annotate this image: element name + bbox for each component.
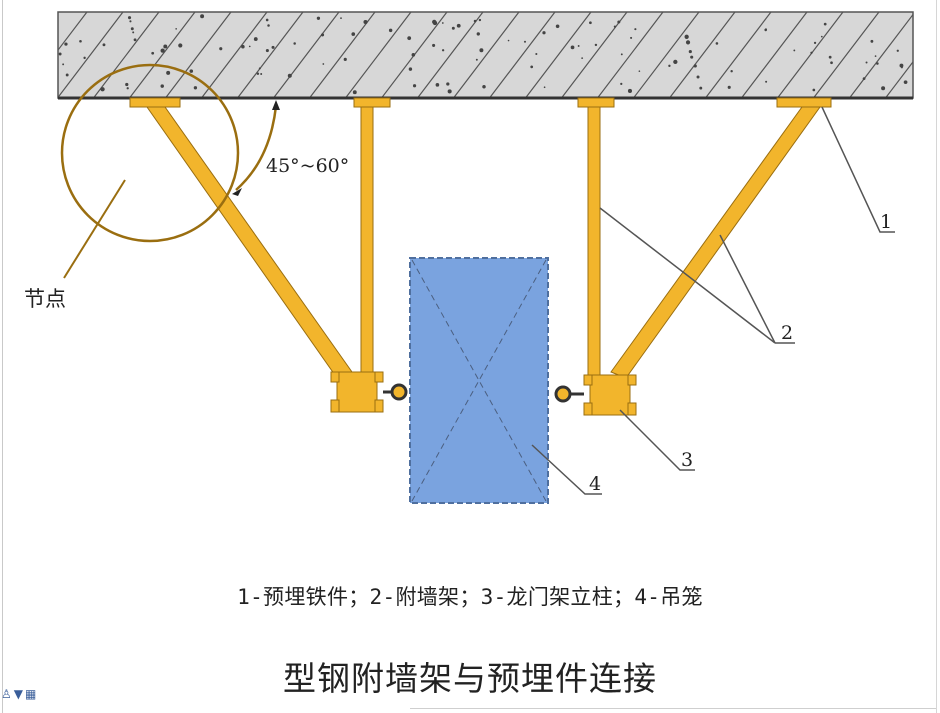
label-2: 2 [781,322,793,344]
node-callout [60,63,240,279]
frame-left-border [2,0,3,713]
person-icon[interactable]: ♙ [1,687,12,701]
node-label: 节点 [24,287,66,311]
angle-label: 45°~60° [266,155,349,177]
embedded-plates [129,97,832,108]
corner-toolbar: ♙ ▼ ▦ [1,683,36,705]
wall-bracket-members [146,106,821,379]
concrete-slab [57,11,914,100]
hoist-cage [409,257,549,504]
angle-arc [232,100,280,196]
gantry-column-right [554,374,637,416]
gantry-column-left [330,371,408,413]
label-4: 4 [589,473,601,495]
leader-lines [531,106,895,495]
shirt-icon[interactable]: ▼ [13,687,23,701]
frame-right-border [936,0,937,713]
grid-icon[interactable]: ▦ [25,687,37,701]
diagram-title: 型钢附墙架与预埋件连接 [283,659,657,698]
legend-text: 1-预埋铁件；2-附墙架；3-龙门架立柱；4-吊笼 [237,585,703,609]
label-1: 1 [880,211,892,233]
frame-bottom-border [410,708,936,709]
label-3: 3 [681,449,693,471]
